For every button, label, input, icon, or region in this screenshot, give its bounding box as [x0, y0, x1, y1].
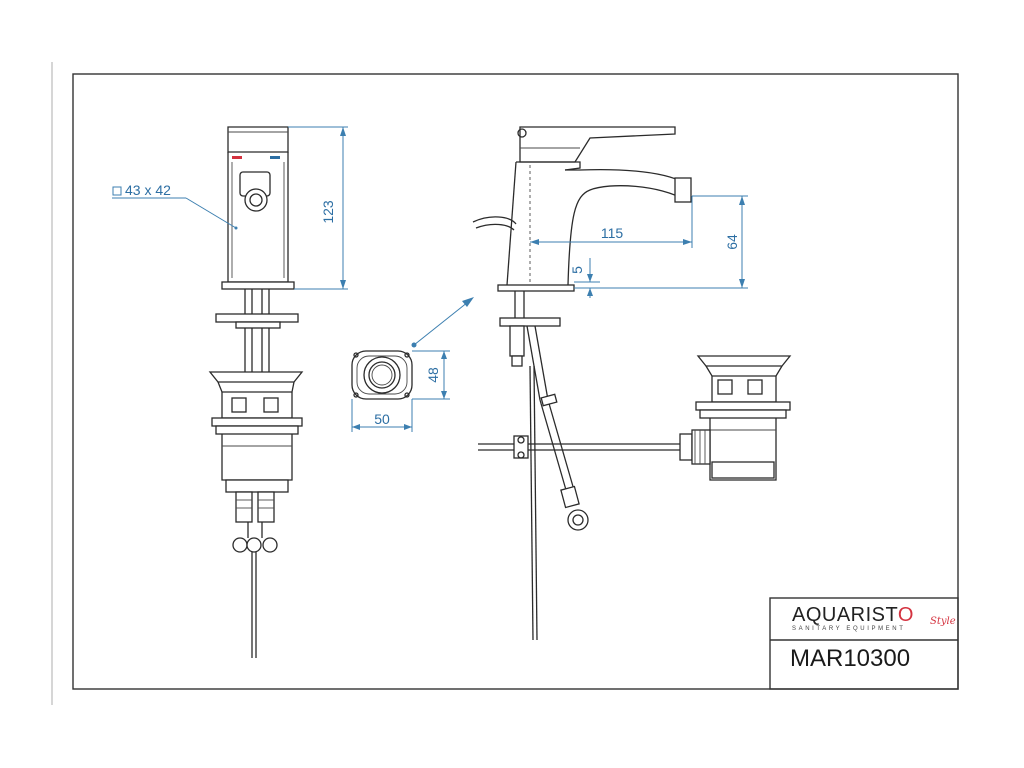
side-view — [472, 126, 748, 641]
dim-body-size: 43 x 42 — [125, 182, 171, 198]
cold-mark — [270, 156, 280, 159]
drawing-frame — [72, 73, 959, 690]
waste-side-view — [679, 355, 792, 481]
brand-tagline: SANITARY EQUIPMENT — [792, 626, 906, 632]
base-detail — [351, 297, 474, 432]
dim-spout-height: 64 — [724, 234, 740, 250]
dim-spout-reach: 115 — [601, 225, 624, 241]
hot-mark — [232, 156, 242, 159]
front-view — [112, 126, 348, 658]
dim-base-depth: 48 — [425, 367, 441, 383]
dim-base-width: 50 — [374, 411, 390, 427]
brand-logo: AQUARISTO — [792, 604, 914, 626]
brand-script: Style — [930, 616, 956, 627]
dim-base-offset: 5 — [569, 266, 585, 274]
product-code: MAR10300 — [790, 645, 911, 672]
dim-height-total: 123 — [320, 200, 336, 224]
title-block — [769, 597, 959, 690]
